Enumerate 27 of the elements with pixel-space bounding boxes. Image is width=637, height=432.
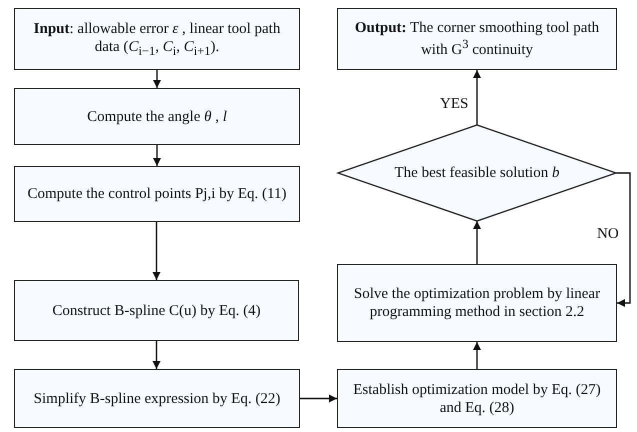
arrow	[473, 70, 481, 125]
node-text: Simplify B-spline expression by Eq. (22)	[34, 390, 280, 408]
process-box	[14, 8, 300, 70]
arrow	[152, 341, 160, 369]
arrow	[616, 172, 631, 307]
node-text: Compute the control points Pj,i by Eq. (11)	[27, 185, 286, 203]
process-box	[337, 8, 617, 70]
process-box	[14, 88, 300, 145]
process-box	[337, 264, 617, 342]
node-text: Establish optimization model by Eq. (27) and Eq. (28)	[352, 380, 602, 416]
arrow	[473, 342, 481, 369]
node-text: Output: The corner smoothing tool path with G$^{3}$ continuity	[354, 19, 600, 59]
node-text: Compute the angle θ , l	[87, 108, 227, 126]
node-text: Input: allowable error ε , linear tool path data (C$_{i−1}$, C$_{i}$, C$_{i+1}$).	[32, 20, 282, 58]
node-text: Construct B-spline C(u) by Eq. (4)	[52, 302, 261, 320]
process-box	[14, 166, 300, 222]
arrow	[152, 222, 160, 280]
arrow	[153, 145, 161, 166]
arrow	[473, 221, 481, 264]
node-text: Solve the optimization problem by linear programming method in section 2.2	[352, 285, 602, 321]
process-box	[14, 369, 300, 428]
process-box	[337, 369, 617, 428]
arrow	[300, 394, 337, 402]
node-text: The best feasible solution b	[394, 164, 560, 182]
process-box	[14, 280, 299, 341]
arrow	[153, 70, 161, 88]
decision-diamond	[338, 125, 616, 221]
